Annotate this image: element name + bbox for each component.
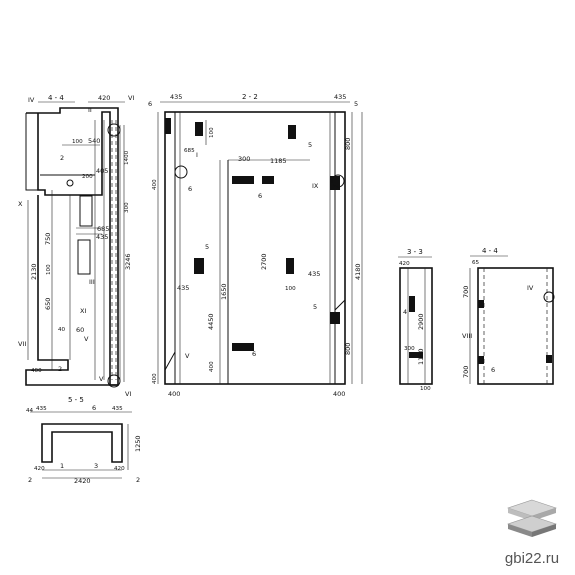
view-title-5-5: 5 - 5 [68,396,84,404]
dim-2130: 2130 [30,263,38,280]
dim-2700: 2700 [260,253,268,270]
dim-300-c: 300 [404,346,415,352]
dim-100-e: 100 [420,386,431,392]
dim-750: 750 [44,233,52,245]
dim-435-a: 435 [96,233,108,241]
stacked-blocks-logo-icon [507,499,557,537]
mark-6-c: 6 [252,350,256,358]
mark-2-a: 2 [60,154,64,162]
callout-iii-a: III [89,278,95,286]
mark-5-tr: 5 [354,100,358,108]
dim-2420: 2420 [74,477,91,485]
dim-800-a: 800 [344,138,352,150]
mark-4-a: 4 [403,308,407,316]
mark-5-c: 5 [313,303,317,311]
dim-65: 65 [472,260,480,266]
dim-700-b: 700 [462,366,470,378]
dim-100-d: 100 [209,127,215,138]
dim-400-b: 400 [168,390,180,398]
dim-435-b: 435 [177,284,189,292]
dim-1185: 1185 [270,157,287,165]
dim-4180: 4180 [354,263,362,280]
mark-5-b: 5 [205,243,209,251]
mark-5-a: 5 [308,141,312,149]
watermark: gbi22.ru [497,494,567,567]
view-title-4-4-b: 4 - 4 [482,247,498,255]
dim-685-b: 685 [184,148,195,154]
callout-vi-b: VI [125,390,131,398]
dim-685: 685 [97,225,109,233]
mark-6-b: 6 [258,192,262,200]
dim-1410: 1400 [124,150,130,165]
view-title-4-4: 4 - 4 [48,94,64,102]
mark-6-e: 6 [92,404,96,412]
view-title-2-2: 2 - 2 [242,93,258,101]
dim-800-b: 800 [344,343,352,355]
dim-435-c: 435 [308,270,320,278]
callout-v-b: V [99,375,104,383]
dim-435-top-r: 435 [334,93,346,101]
watermark-text: gbi22.ru [504,550,560,567]
dim-400-d: 400 [152,179,158,190]
dim-420-c: 420 [34,466,45,472]
dim-420-d: 420 [114,466,125,472]
mark-2-d: 2 [136,476,140,484]
dim-200-a: 200 [82,174,93,180]
callout-xi: XI [80,307,86,315]
view-5-5: 5 - 5 44 435 6 435 420 1 3 420 2420 1250… [26,396,142,485]
dim-44: 44 [26,408,34,414]
dim-435-top-l: 435 [170,93,182,101]
dim-100-c: 100 [285,286,296,292]
dim-300-b: 300 [238,155,250,163]
callout-v-a: V [84,335,89,343]
callout-i: I [196,151,198,159]
view-4-4-left: 4 - 4 IV 420 VI 540 100 2 200 [18,94,134,398]
callout-v-c: V [185,352,190,360]
mark-2-c: 2 [28,476,32,484]
dim-400-e: 400 [152,373,158,384]
callout-iv-b: IV [527,284,534,292]
callout-vi: VI [128,94,134,102]
dim-100-b: 100 [46,264,52,275]
dim-60: 60 [76,326,84,334]
dim-400-f: 400 [209,361,215,372]
dim-420-top: 420 [98,94,110,102]
mark-6-a: 6 [188,185,192,193]
mark-2-b: 2 [58,365,62,373]
dim-1250: 1250 [134,435,142,452]
dim-1650: 1650 [220,283,228,300]
dim-435-e: 435 [112,406,123,412]
dim-400-c: 400 [333,390,345,398]
mark-1: 1 [60,462,64,470]
dim-1100: 1100 [417,348,425,365]
view-4-4-right: 4 - 4 65 IV VIII 6 700 700 [462,247,555,385]
callout-x: X [18,200,23,208]
dim-40: 40 [58,327,66,333]
mark-6-d: 6 [491,366,495,374]
dim-300-a: 300 [124,202,130,213]
dim-405: 405 [96,167,108,175]
dim-540: 540 [88,137,100,145]
dim-420-b: 420 [399,261,410,267]
view-title-3-3: 3 - 3 [407,248,423,256]
callout-viii: VIII [462,332,472,340]
dim-435-d: 435 [36,406,47,412]
callout-vii: VII [18,340,26,348]
dim-4450: 4450 [207,313,215,330]
dim-400-a: 400 [31,368,42,374]
dim-100-a: 100 [72,139,83,145]
callout-iv: IV [28,96,35,104]
mark-6-tl: 6 [148,100,152,108]
dim-650: 650 [44,298,52,310]
view-2-2: 2 - 2 435 435 6 5 1185 [148,93,363,398]
dim-700-a: 700 [462,286,470,298]
dim-2900: 2900 [417,313,425,330]
callout-ii: II [88,106,92,114]
callout-ix: IX [312,182,319,190]
dim-3246: 3246 [124,253,132,270]
mark-3: 3 [94,462,98,470]
view-3-3: 3 - 3 420 4 300 2900 1100 100 [398,248,433,392]
